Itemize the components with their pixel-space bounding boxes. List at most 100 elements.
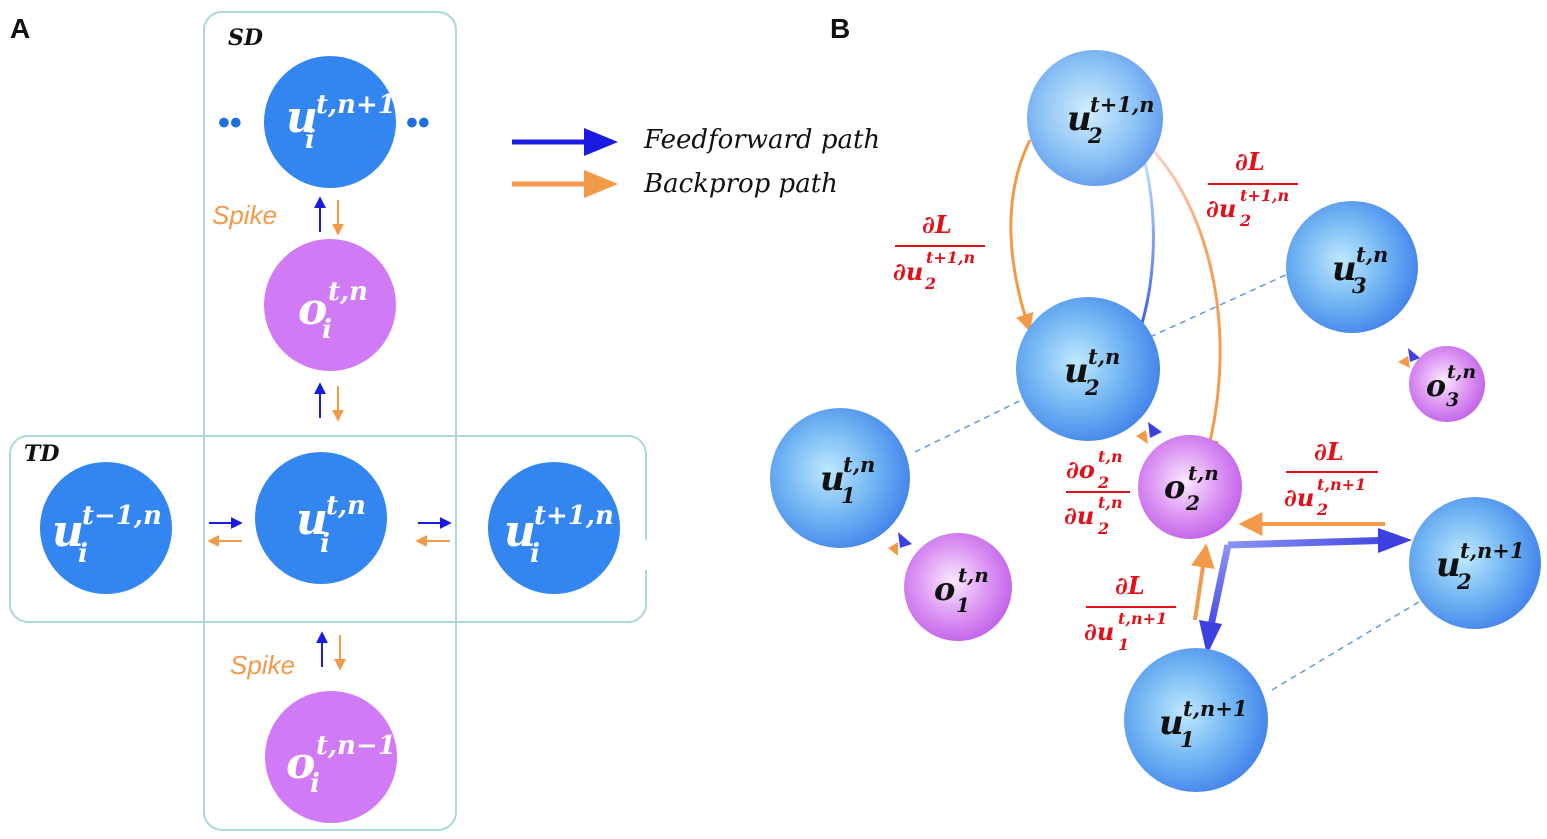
node-sup: t,n [328, 277, 368, 307]
sd-box [203, 11, 457, 831]
node-base: u [504, 506, 536, 557]
node-sup: t,n [1356, 242, 1388, 267]
node-sub: 2 [1084, 375, 1100, 400]
node-sub: i [530, 539, 540, 569]
gradient-denominator-sub: 2 [924, 274, 936, 293]
node-u-i-t-n: u t,n i [255, 452, 387, 584]
legend-feedforward-arrowhead [584, 128, 618, 156]
node-sup: t,n [1447, 361, 1476, 383]
bp-spike-o2-u2 [1136, 430, 1148, 444]
bp-curve-u2next-to-o2 [1143, 140, 1222, 457]
gradient-denominator-sup: t,n+1 [1118, 609, 1167, 628]
node-base: o [1426, 369, 1446, 404]
dashed-u1n1-u2n1 [1271, 599, 1423, 691]
node-sup: t−1,n [82, 501, 162, 531]
node-base: o [298, 284, 327, 335]
node-base: u [296, 494, 328, 545]
node-u-i-t-n1: u t,n+1 i [264, 56, 396, 188]
node-base: u [1436, 545, 1461, 585]
gradient-numerator: ∂L [1235, 147, 1265, 176]
node-sub: 2 [1087, 123, 1103, 148]
node-base: u [1159, 703, 1184, 743]
td-box-gap [640, 540, 652, 570]
node-base: o [1164, 468, 1185, 506]
node-o3-t-n: o t,n 3 [1409, 346, 1485, 422]
node-sup: t,n−1 [316, 731, 396, 761]
node-sup: t,n [1188, 461, 1219, 485]
node-sup: t,n+1 [1460, 538, 1525, 563]
ellipsis-left: •• [218, 104, 242, 142]
node-u-i-t-minus1-n: u t−1,n i [40, 462, 172, 594]
node-base: o [934, 570, 955, 608]
gradient-denominator-sup: t,n [1098, 493, 1123, 512]
panel-b-label: B [830, 13, 850, 44]
sd-label: SD [228, 25, 263, 51]
node-sub: i [305, 125, 315, 155]
node-sub: i [78, 539, 88, 569]
node-sup: t,n [1088, 344, 1120, 369]
node-base: u [1332, 249, 1357, 289]
spike-label-bottom: Spike [230, 650, 295, 680]
node-base: u [52, 506, 84, 557]
gradient-o2-u2: ∂o t,n 2 ∂u t,n 2 [1064, 447, 1130, 538]
gradient-numerator: ∂L [1314, 437, 1344, 466]
gradient-denominator-sup: t+1,n [926, 248, 975, 267]
dashed-u1-u2 [914, 392, 1037, 453]
node-u3-t-n: u t,n 3 [1286, 201, 1418, 333]
gradient-numerator: ∂L [922, 210, 952, 239]
node-sup: t+1,n [1090, 92, 1155, 117]
node-o-i-t-n-minus1: o t,n−1 i [265, 691, 397, 823]
dashed-u2-u3 [1149, 272, 1291, 338]
ff-arrowhead-u1n1 [1199, 620, 1222, 655]
node-sub: 1 [1180, 727, 1195, 752]
node-o1-t-n: o t,n 1 [904, 533, 1012, 641]
node-sub: 1 [841, 483, 856, 508]
node-sup: t+1,n [534, 501, 614, 531]
gradient-denominator-base: ∂u [1084, 617, 1114, 646]
node-u2-t-n1: u t,n+1 2 [1409, 497, 1541, 629]
gradient-denominator-base: ∂u [1064, 501, 1094, 530]
node-sub: i [322, 315, 332, 345]
node-u1-t-n1: u t,n+1 1 [1124, 648, 1268, 792]
node-o-i-t-n: o t,n i [264, 239, 396, 371]
node-o2-t-n: o t,n 2 [1138, 435, 1242, 539]
node-sup: t,n+1 [316, 90, 396, 120]
gradient-denominator-sub: 2 [1239, 211, 1251, 230]
gradient-numerator-sub: 2 [1097, 473, 1109, 492]
bp-spike-o3-u3 [1398, 356, 1410, 368]
node-base: u [286, 92, 318, 143]
gradient-numerator-sup: t,n [1098, 447, 1123, 466]
bp-spike-o1-u1 [888, 542, 898, 556]
legend-feedforward-label: Feedforward path [643, 125, 880, 155]
node-base: u [1064, 351, 1089, 391]
node-sub: 1 [956, 593, 970, 617]
node-u1-t-n: u t,n 1 [770, 408, 910, 548]
gradient-topright: ∂L ∂u t+1,n 2 [1206, 147, 1298, 230]
node-u2-t-n: u t,n 2 [1016, 297, 1160, 441]
node-sub: 2 [1185, 491, 1200, 515]
spike-label-top: Spike [212, 200, 277, 230]
gradient-denominator-base: ∂u [1206, 194, 1236, 223]
gradient-denominator-sup: t+1,n [1240, 186, 1289, 205]
node-sup: t,n+1 [1183, 696, 1248, 721]
gradient-denominator-sub: 1 [1118, 635, 1129, 654]
ellipsis-right: •• [406, 104, 430, 142]
gradient-denominator-base: ∂u [1284, 483, 1314, 512]
gradient-left: ∂L ∂u t+1,n 2 [893, 210, 985, 293]
legend-backprop-arrowhead [584, 170, 618, 198]
gradient-right: ∂L ∂u t,n+1 2 [1284, 437, 1378, 519]
node-base: u [1067, 99, 1092, 139]
gradient-denominator-sub: 2 [1316, 500, 1328, 519]
ff-spike-u3-o3 [1408, 348, 1420, 362]
panel-a-label: A [10, 13, 30, 44]
node-sub: 2 [1456, 569, 1472, 594]
gradient-denominator-sup: t,n+1 [1317, 475, 1366, 494]
node-sup: t,n [958, 563, 989, 587]
panel-b-spike-arrows [888, 348, 1420, 556]
bp-arrow-u1n1-to-o2 [1191, 543, 1215, 621]
ff-spike-u2-o2 [1148, 422, 1162, 438]
gradient-denominator-sub: 2 [1097, 519, 1109, 538]
legend: Feedforward path Backprop path [512, 125, 880, 199]
node-sub: i [310, 769, 320, 799]
